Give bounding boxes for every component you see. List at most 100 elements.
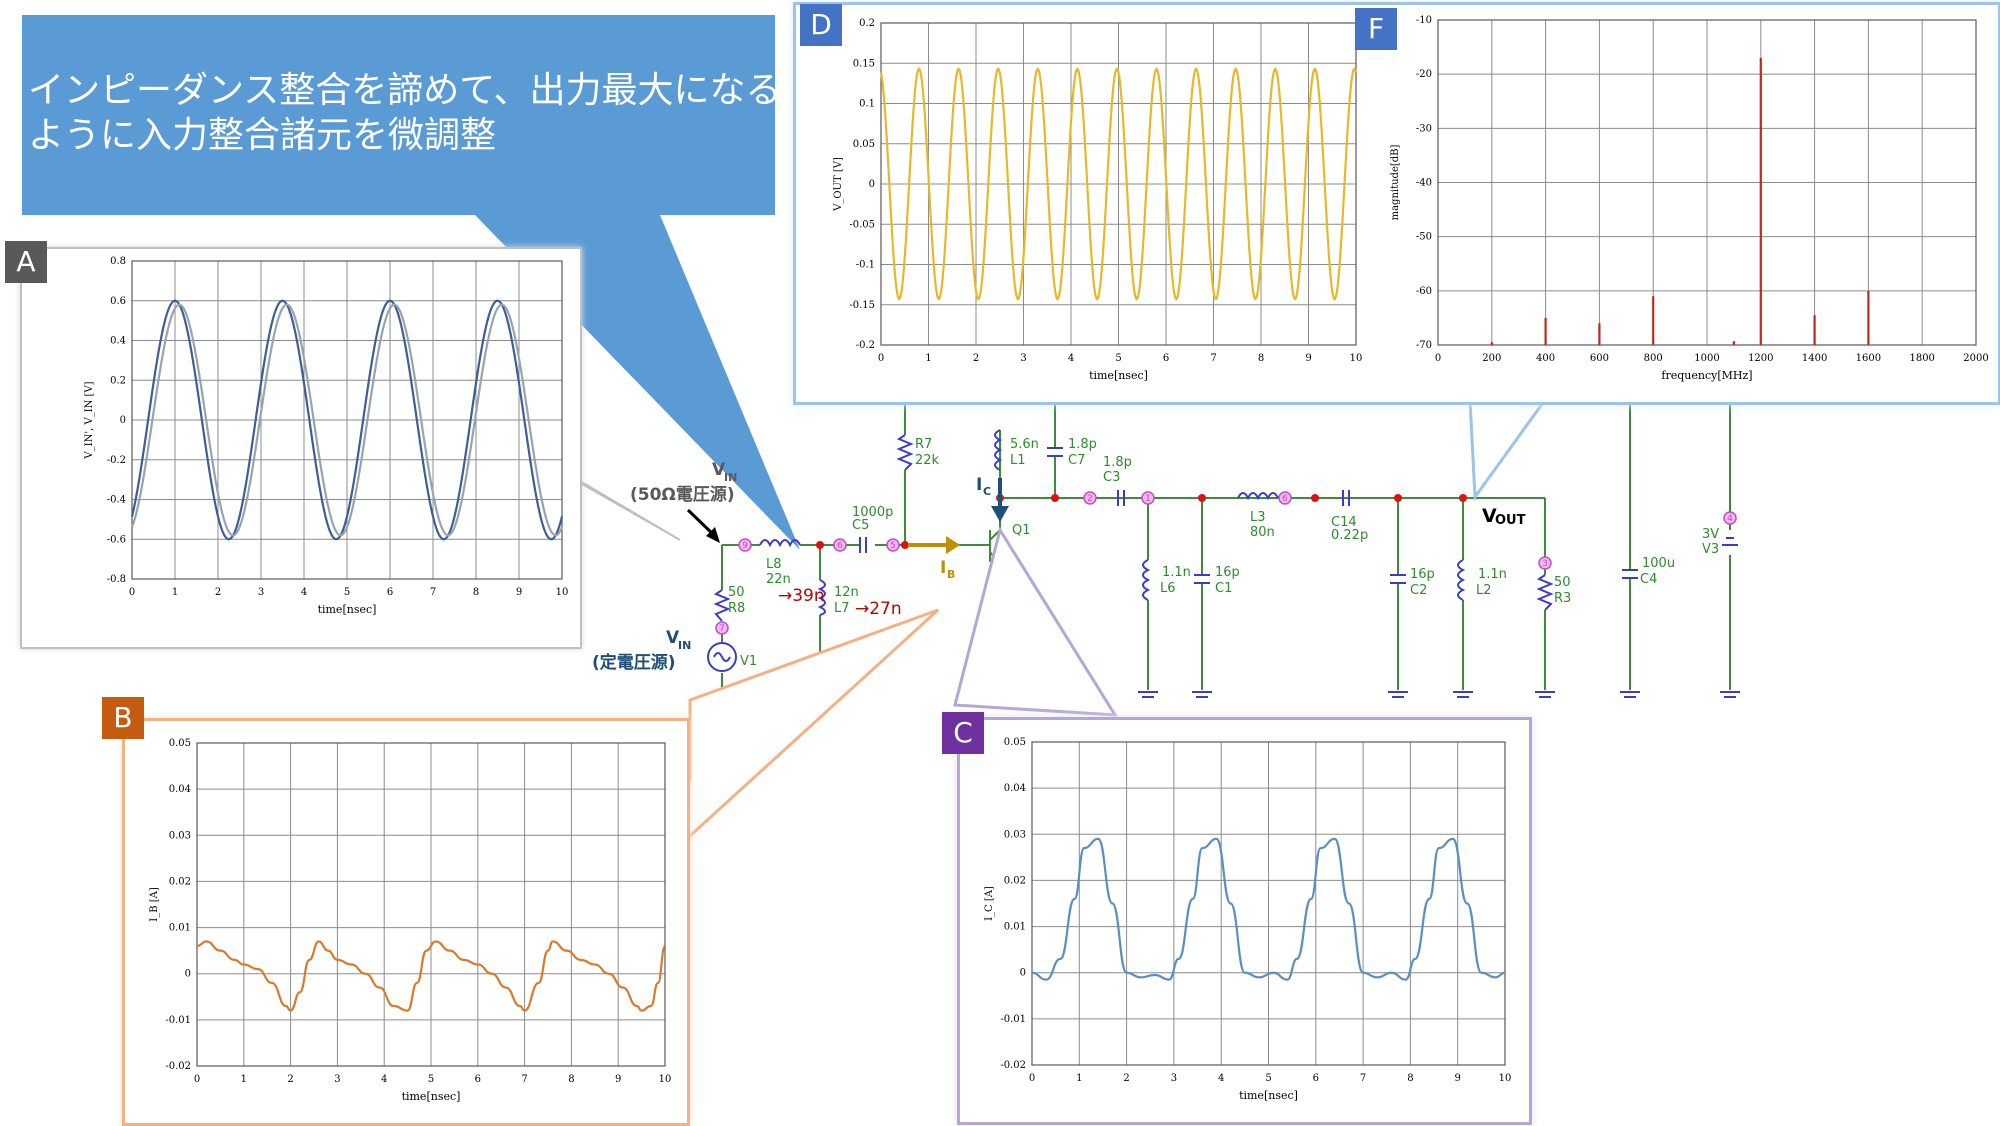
node-7: 7 [719,624,725,634]
y-axis-label: V_OUT [V] [833,157,844,212]
c5-value: 1000p [852,505,893,520]
x-tick-label: 1800 [1909,353,1934,364]
x-tick-label: 7 [1210,353,1216,364]
r8-label: R8 [728,601,745,616]
y-tick-label: -0.02 [165,1061,191,1072]
y-tick-label: 0.8 [110,256,126,267]
v3-value: 3V [1702,527,1719,542]
y-axis-label: I_C [A] [984,886,995,921]
node-6b: 6 [1282,494,1288,504]
badge-d: D [800,4,842,46]
title-text: インピーダンス整合を諦めて、出力最大になるように入力整合諸元を微調整 [28,70,782,156]
x-tick-label: 0 [1435,353,1441,364]
x-tick-label: 4 [1218,1073,1224,1084]
y-tick-label: -0.2 [107,455,126,466]
x-tick-label: 9 [1305,353,1311,364]
y-axis-label: V_IN', V_IN [V] [84,381,95,459]
resistors [713,434,1554,622]
series-line-1 [130,303,564,537]
source-v1 [707,642,737,672]
x-tick-label: 8 [473,587,479,598]
x-axis-label: frequency[MHz] [1661,369,1752,382]
plot-frame [1437,19,1977,346]
ic-sub: C [983,485,991,498]
l2-value: 1.1n [1478,567,1507,582]
l7-change: →27n [855,599,902,619]
x-tick-label: 4 [381,1074,387,1085]
x-tick-label: 1 [1076,1073,1082,1084]
l8-value: 22n [766,572,791,587]
l1-label: L1 [1010,453,1026,468]
c2-value: 16p [1410,567,1435,582]
c14-label: C14 [1331,515,1357,530]
y-tick-label: -0.01 [165,1015,191,1026]
x-tick-label: 4 [301,587,307,598]
y-tick-label: -0.1 [856,260,875,271]
y-tick-label: 0.04 [169,784,191,795]
x-tick-label: 6 [1313,1073,1319,1084]
y-tick-label: -0.8 [107,574,126,585]
capacitors [859,447,1738,584]
y-tick-label: -0.6 [107,534,126,545]
x-tick-label: 7 [521,1074,527,1085]
y-tick-label: 0 [869,179,875,190]
c1-label: C1 [1215,581,1232,596]
x-tick-label: 0 [1029,1073,1035,1084]
y-tick-label: 0.02 [1004,875,1026,886]
node-markers [715,491,1737,635]
vin-bot-label: V [666,628,680,648]
y-tick-label: 0.4 [110,336,126,347]
y-tick-label: 0.02 [169,876,191,887]
badge-b: B [102,697,144,739]
series-line-0 [1031,837,1506,981]
x-tick-label: 7 [430,587,436,598]
c4-value: 100u [1642,556,1675,571]
x-tick-label: 1 [925,353,931,364]
x-tick-label: 1400 [1802,353,1827,364]
x-tick-label: 2 [1123,1073,1129,1084]
x-tick-label: 3 [1020,353,1026,364]
x-tick-label: 400 [1536,353,1555,364]
r3-value: 50 [1554,575,1571,590]
y-tick-label: 0.1 [859,99,875,110]
r8-value: 50 [728,585,745,600]
c7-value: 1.8p [1068,437,1097,452]
y-tick-label: -60 [1416,286,1432,297]
node-5: 5 [890,541,896,551]
r3-label: R3 [1554,591,1571,606]
x-tick-label: 5 [1265,1073,1271,1084]
x-tick-label: 7 [1360,1073,1366,1084]
y-tick-label: 0.15 [853,58,875,69]
c14-value: 0.22p [1331,528,1368,543]
x-tick-label: 8 [1407,1073,1413,1084]
x-tick-label: 1600 [1856,353,1881,364]
x-tick-label: 10 [659,1074,672,1085]
x-tick-label: 2 [973,353,979,364]
l3-value: 80n [1250,525,1275,540]
y-tick-label: 0.6 [110,296,126,307]
plot-frame [880,22,1357,346]
x-tick-label: 3 [1171,1073,1177,1084]
ib-label: I [940,558,946,578]
x-tick-label: 1 [241,1074,247,1085]
y-tick-label: 0.01 [169,923,191,934]
series-line-0 [130,299,564,541]
plot-frame [196,742,666,1067]
l8-change: →39n [778,586,825,606]
plot-frame [1031,741,1506,1066]
c3-label: C3 [1103,470,1120,485]
y-tick-label: 0.05 [853,139,875,150]
node-2: 2 [1087,494,1093,504]
c1-value: 16p [1215,565,1240,580]
y-tick-label: 0.2 [110,375,126,386]
y-tick-label: 0.2 [859,18,875,29]
l6-value: 1.1n [1162,565,1191,580]
ic-label: I [976,475,982,495]
y-tick-label: -0.05 [849,219,875,230]
vin-bot-desc: (定電圧源) [592,652,676,673]
l8-label: L8 [766,557,782,572]
vin-top-sub: IN [724,471,737,484]
y-tick-label: -10 [1416,15,1432,26]
